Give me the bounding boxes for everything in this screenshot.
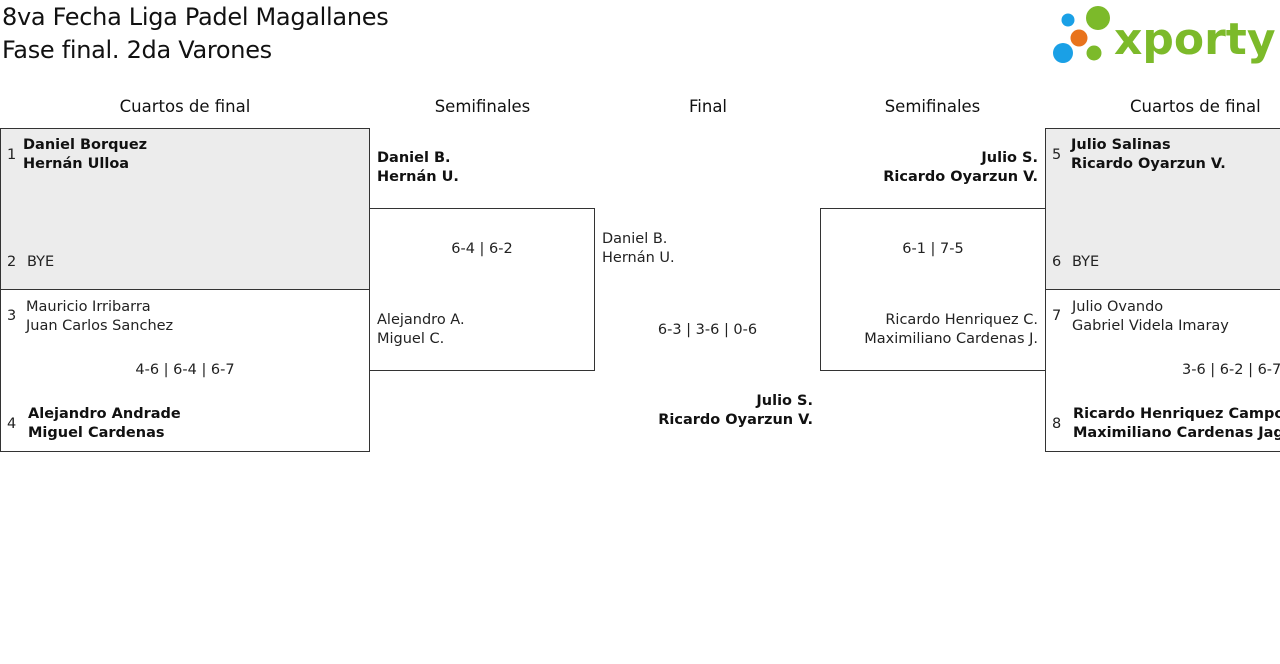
logo-text: xporty <box>1114 14 1276 65</box>
final-winner: Julio S.Ricardo Oyarzun V. <box>658 393 813 428</box>
seed-number: 1 <box>7 147 17 163</box>
xporty-logo: xporty <box>1053 6 1276 65</box>
round-header-right-qf: Cuartos de final <box>1130 97 1261 116</box>
match-box-left-qf-1[interactable] <box>0 128 370 290</box>
match-score: 3-6 | 6-2 | 6-7 <box>1182 362 1280 378</box>
seed-number: 6 <box>1052 254 1062 270</box>
match-score: 6-3 | 3-6 | 0-6 <box>657 322 758 338</box>
round-header-right-sf: Semifinales <box>884 97 981 116</box>
seed-number: 3 <box>7 308 17 324</box>
match-score: 6-1 | 7-5 <box>902 241 964 257</box>
team-name: Ricardo Henriquez C.Maximiliano Cardenas… <box>864 312 1038 347</box>
round-header-left-qf: Cuartos de final <box>119 97 251 116</box>
seed-number: 4 <box>7 416 17 432</box>
round-header-left-sf: Semifinales <box>434 97 531 116</box>
match-box-right-qf-1[interactable] <box>1045 128 1280 290</box>
match-box-right-qf-2[interactable] <box>1045 289 1280 452</box>
bye-label: BYE <box>27 254 55 270</box>
team-name: Daniel B.Hernán U. <box>377 150 459 185</box>
match-score: 4-6 | 6-4 | 6-7 <box>135 362 235 378</box>
match-box-left-sf[interactable] <box>369 208 595 371</box>
seed-number: 8 <box>1052 416 1062 432</box>
seed-number: 7 <box>1052 308 1062 324</box>
seed-number: 2 <box>7 254 17 270</box>
round-header-final: Final <box>688 97 728 116</box>
team-name: Julio S.Ricardo Oyarzun V. <box>883 150 1038 185</box>
title-line-1: 8va Fecha Liga Padel Magallanes <box>2 3 389 31</box>
page-title: 8va Fecha Liga Padel Magallanes Fase fin… <box>2 1 389 67</box>
bye-label: BYE <box>1072 254 1100 270</box>
team-name: Alejandro A.Miguel C. <box>377 312 465 347</box>
title-line-2: Fase final. 2da Varones <box>2 36 272 64</box>
match-score: 6-4 | 6-2 <box>451 241 513 257</box>
seed-number: 5 <box>1052 147 1062 163</box>
team-name: Daniel B.Hernán U. <box>602 231 675 266</box>
